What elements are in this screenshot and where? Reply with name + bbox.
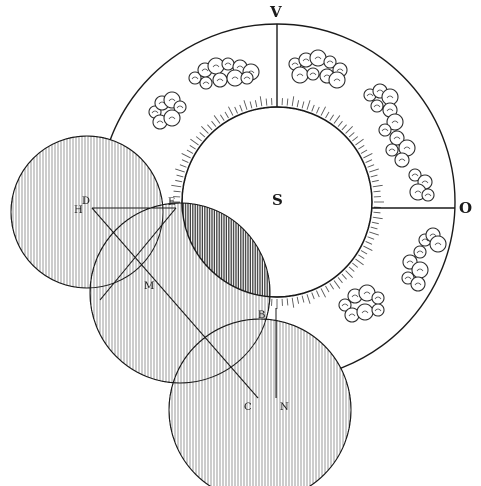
label-d: D	[82, 196, 90, 207]
label-e: E	[168, 197, 175, 208]
label-b: B	[258, 310, 265, 321]
label-o: O	[459, 199, 472, 217]
label-s: S	[272, 191, 283, 209]
label-c: C	[244, 402, 252, 413]
label-m: M	[144, 281, 154, 292]
label-n: N	[280, 402, 289, 413]
label-v: V	[269, 3, 282, 21]
